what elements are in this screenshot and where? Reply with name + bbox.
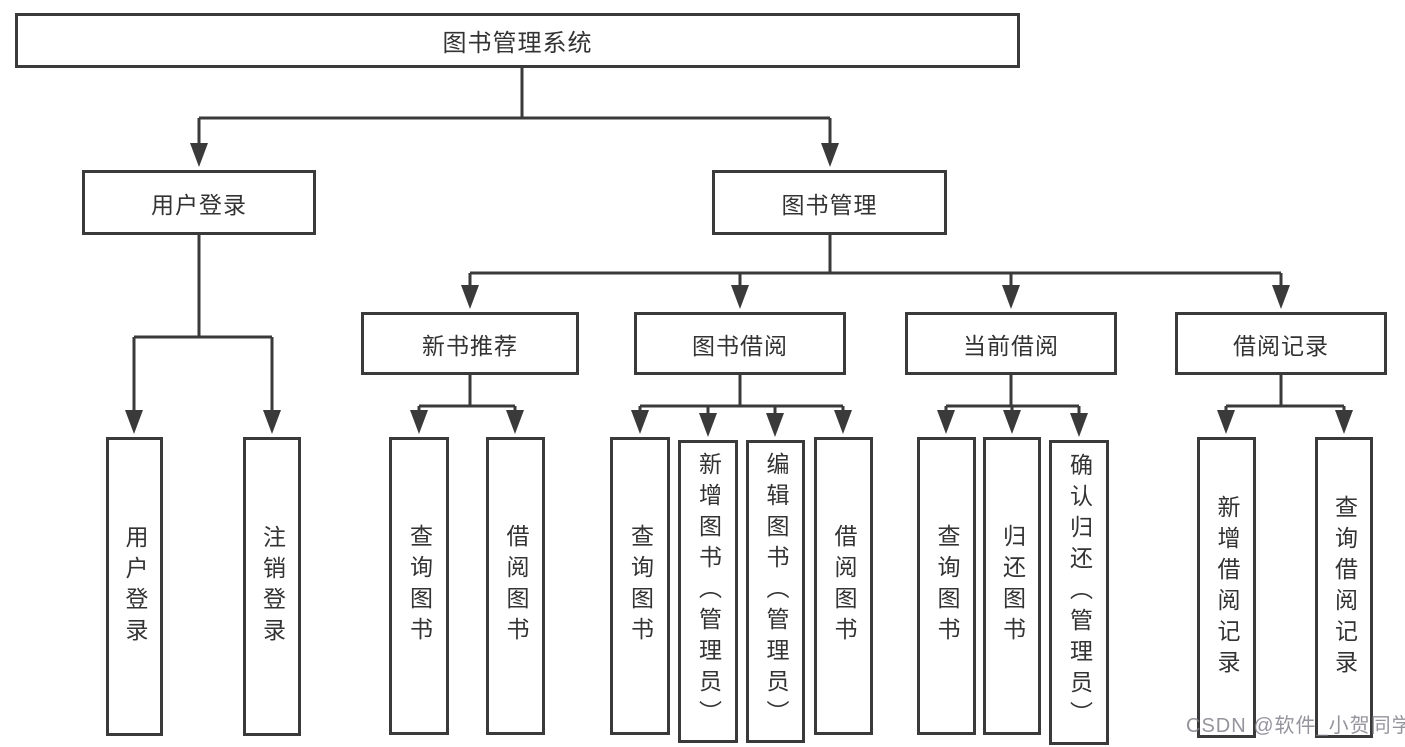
arrowhead bbox=[263, 410, 281, 434]
node-book-borrowing: 图书借阅 bbox=[634, 312, 846, 375]
csdn-watermark: CSDN @软件_小贺同学 bbox=[1186, 715, 1405, 737]
node-label: 借阅图书 bbox=[503, 524, 529, 648]
node-label: 借阅记录 bbox=[1233, 332, 1329, 359]
arrowhead bbox=[506, 410, 524, 434]
node-label: 借阅图书 bbox=[831, 524, 857, 648]
arrowhead bbox=[731, 285, 749, 309]
arrowhead bbox=[1003, 410, 1021, 434]
node-new-book-recommend: 新书推荐 bbox=[361, 312, 579, 375]
node-leaf-add-borrow-record: 新增借阅记录 bbox=[1197, 437, 1256, 738]
node-leaf-query-books-2: 查询图书 bbox=[610, 437, 670, 735]
arrowhead bbox=[1070, 413, 1088, 437]
node-leaf-borrow-books-2: 借阅图书 bbox=[814, 437, 873, 735]
arrowhead bbox=[1217, 410, 1235, 434]
node-leaf-edit-books-admin: 编辑图书（管理员） bbox=[746, 440, 805, 743]
node-user-login-branch: 用户登录 bbox=[82, 170, 316, 235]
arrowhead bbox=[190, 143, 208, 167]
arrowhead bbox=[410, 410, 428, 434]
node-leaf-query-books-3: 查询图书 bbox=[917, 437, 976, 735]
arrowhead bbox=[631, 410, 649, 434]
arrowhead bbox=[1335, 410, 1353, 434]
node-label: 用户登录 bbox=[122, 524, 148, 649]
node-label: 图书管理系统 bbox=[442, 30, 593, 57]
node-label: 图书借阅 bbox=[692, 332, 788, 359]
node-label: 查询图书 bbox=[934, 524, 960, 648]
arrowhead bbox=[125, 410, 143, 434]
node-label: 用户登录 bbox=[151, 191, 247, 218]
node-label: 当前借阅 bbox=[963, 332, 1059, 359]
arrowhead-group bbox=[125, 143, 1353, 437]
node-label: 新增图书（管理员） bbox=[695, 452, 722, 731]
node-label: 查询图书 bbox=[406, 524, 433, 648]
node-library-management-system: 图书管理系统 bbox=[15, 13, 1020, 68]
node-label: 编辑图书（管理员） bbox=[763, 452, 789, 731]
arrowhead bbox=[1002, 285, 1020, 309]
arrowhead bbox=[766, 413, 784, 437]
arrowhead bbox=[937, 410, 955, 434]
node-label: 注销登录 bbox=[259, 524, 286, 649]
arrowhead bbox=[1272, 285, 1290, 309]
node-leaf-return-books: 归还图书 bbox=[983, 437, 1041, 735]
node-label: 归还图书 bbox=[999, 524, 1026, 648]
arrowhead bbox=[821, 143, 839, 167]
node-label: 查询借阅记录 bbox=[1331, 494, 1358, 681]
node-leaf-confirm-return-admin: 确认归还（管理员） bbox=[1049, 440, 1109, 745]
node-label: 新增借阅记录 bbox=[1214, 494, 1240, 681]
arrowhead bbox=[461, 285, 479, 309]
arrowhead bbox=[834, 410, 852, 434]
node-borrowing-records: 借阅记录 bbox=[1175, 312, 1387, 375]
node-label: 图书管理 bbox=[781, 191, 878, 218]
node-leaf-user-login: 用户登录 bbox=[106, 437, 163, 736]
node-current-borrowing: 当前借阅 bbox=[905, 312, 1117, 375]
node-label: 新书推荐 bbox=[422, 332, 518, 359]
node-book-management-branch: 图书管理 bbox=[712, 170, 947, 235]
arrowhead bbox=[699, 413, 717, 437]
node-leaf-logout: 注销登录 bbox=[243, 437, 301, 736]
node-leaf-borrow-books-1: 借阅图书 bbox=[486, 437, 545, 735]
node-leaf-query-books-1: 查询图书 bbox=[389, 437, 449, 735]
node-leaf-query-borrow-record: 查询借阅记录 bbox=[1315, 437, 1373, 738]
node-leaf-add-books-admin: 新增图书（管理员） bbox=[678, 440, 738, 743]
node-label: 确认归还（管理员） bbox=[1066, 453, 1093, 732]
node-label: 查询图书 bbox=[627, 524, 654, 648]
